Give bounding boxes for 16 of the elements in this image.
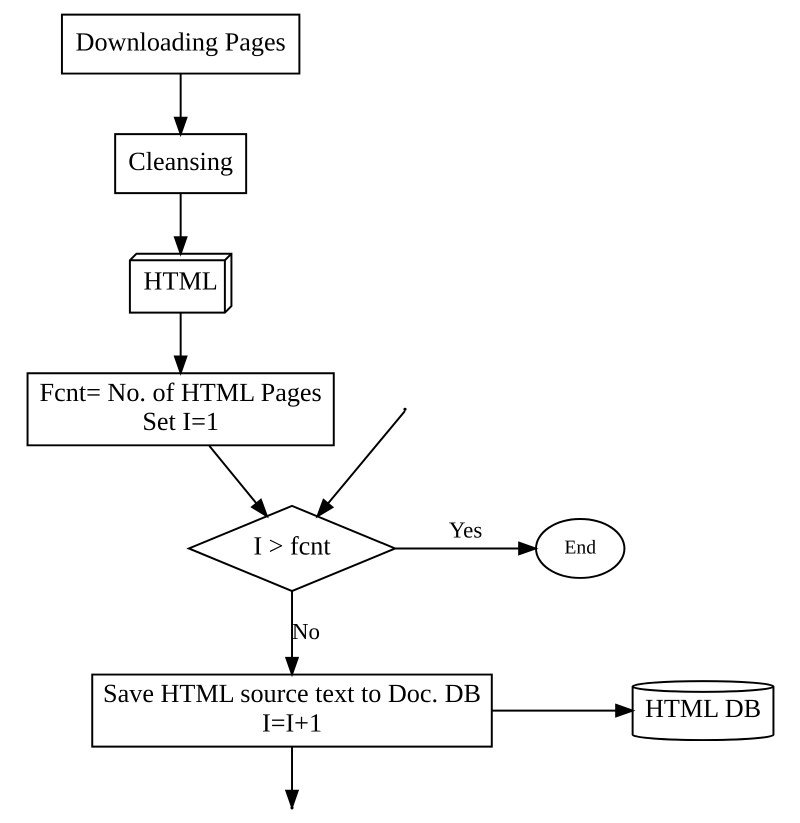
arrow bbox=[173, 193, 188, 257]
edge-label: No bbox=[291, 618, 320, 644]
node-diamond: I > fcnt bbox=[186, 504, 398, 592]
arrow bbox=[173, 74, 188, 138]
edge-label: Yes bbox=[448, 517, 482, 542]
node-box: Downloading Pages bbox=[60, 14, 300, 75]
node-box: Fcnt= No. of HTML Pages Set I=1 bbox=[26, 372, 334, 446]
arrow bbox=[208, 445, 268, 518]
node-box: Save HTML source text to Doc. DB I=I+1 bbox=[90, 674, 492, 748]
node-box: Cleansing bbox=[114, 133, 247, 194]
arrow bbox=[394, 541, 538, 556]
arrow bbox=[173, 312, 188, 376]
arrow bbox=[491, 703, 635, 718]
node-ellipse: End bbox=[534, 518, 625, 579]
arrow bbox=[315, 410, 406, 518]
arrow bbox=[284, 591, 299, 678]
